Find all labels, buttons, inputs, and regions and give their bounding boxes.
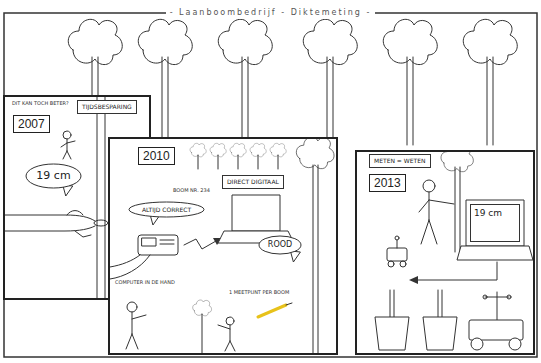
- bubble-shape: [129, 202, 204, 217]
- note-text: DIRECT DIGITAAL: [227, 178, 279, 185]
- year-label: 2010: [138, 147, 175, 165]
- year-label: 2013: [369, 174, 406, 192]
- person-figure: [419, 180, 454, 244]
- speech-bubble: 19 cm: [25, 163, 82, 189]
- page-title: - Laanboombedrijf - Diktemeting -: [166, 7, 376, 19]
- laptop-screen: 19 cm: [470, 204, 520, 242]
- bubble-text: 19 cm: [36, 169, 70, 182]
- note-text: METEN = WETEN: [374, 157, 426, 164]
- robot-device: [387, 236, 407, 267]
- tree-trunk: [97, 97, 105, 298]
- year-panel: 2013 METEN = WETEN 19 cm: [355, 150, 535, 355]
- speech-bubble: ALTIJD CORRECT: [128, 201, 205, 218]
- measuring-hand: [5, 211, 108, 238]
- potted-tree: [375, 290, 409, 350]
- measuring-device: [110, 235, 178, 279]
- speech-bubble: ROOD: [258, 235, 302, 255]
- outer-frame: [4, 13, 537, 357]
- tree: [463, 19, 517, 145]
- person-figure: [218, 317, 235, 351]
- note-box: DIRECT DIGITAAL: [222, 175, 284, 189]
- bubble-text: ROOD: [268, 240, 292, 250]
- tree: [383, 19, 437, 145]
- pencil: [258, 303, 292, 317]
- arrow: [409, 262, 497, 284]
- laptop: [457, 200, 533, 260]
- bubble-shape: [26, 164, 81, 188]
- tree-row: [190, 143, 286, 169]
- note-box: METEN = WETEN: [369, 154, 431, 168]
- bubble-shape: [259, 236, 301, 254]
- tree: [296, 139, 334, 353]
- person-figure: [126, 302, 146, 349]
- year-label: 2007: [13, 115, 50, 133]
- zigzag-arrow: [184, 238, 222, 249]
- bubble-text: ALTIJD CORRECT: [142, 206, 191, 213]
- tree: [303, 19, 357, 145]
- note-label: BOOM NR. 234: [172, 187, 211, 193]
- year-panel: 2010ALTIJD CORRECT DIRECT DIGITAAL ROOD BOO…: [108, 137, 338, 355]
- note-text: TIJDSBESPARING: [82, 103, 132, 110]
- small-tree: [193, 300, 212, 353]
- note-label: 1 MEETPUNT PER BOOM: [228, 289, 290, 295]
- title-bar: - Laanboombedrijf - Diktemeting -: [0, 0, 541, 19]
- potted-tree: [423, 290, 457, 350]
- tree: [218, 19, 272, 145]
- note-label: DIT KAN TOCH BETER?: [11, 100, 70, 106]
- note-box: TIJDSBESPARING: [77, 100, 137, 114]
- measuring-cart: [469, 292, 523, 350]
- panel-illustration: [110, 139, 336, 353]
- person-figure: [61, 131, 75, 159]
- note-label: COMPUTER IN DE HAND: [114, 279, 176, 285]
- screen-text: 19 cm: [474, 208, 516, 219]
